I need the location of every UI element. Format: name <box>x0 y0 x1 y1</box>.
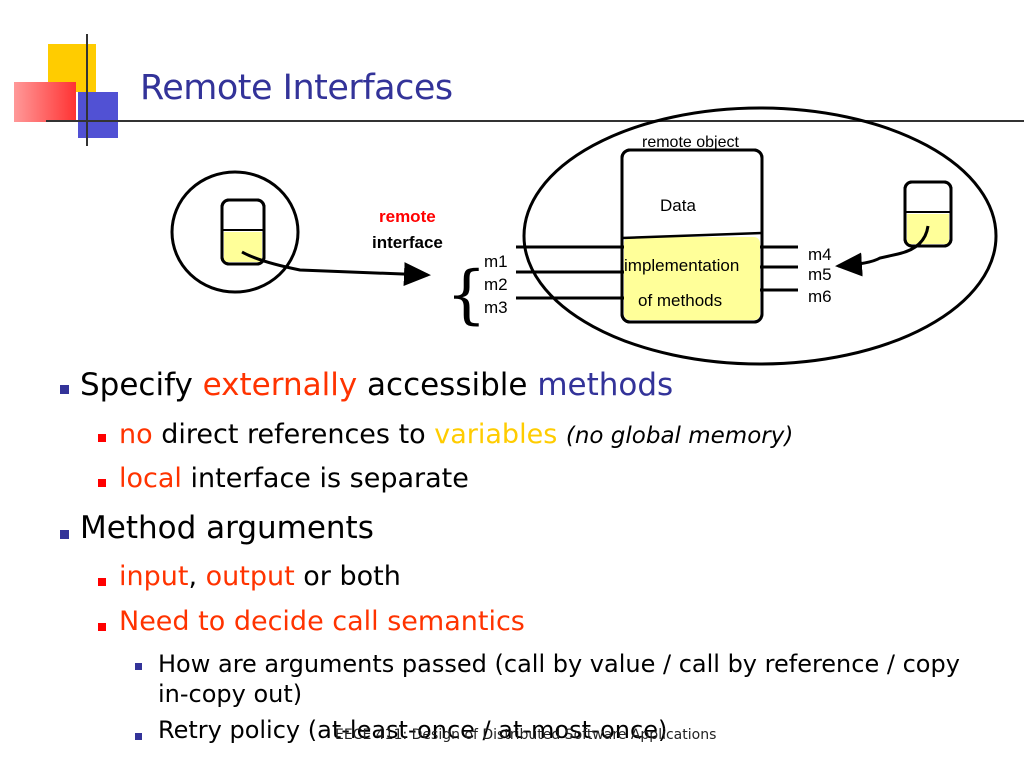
bullet-argument-passing: How are arguments passed (call by value … <box>158 649 960 709</box>
method-label-m5: m5 <box>808 265 832 284</box>
bullet-text: Method arguments <box>80 510 374 546</box>
bullet-marker <box>98 578 106 586</box>
data-label: Data <box>660 196 696 215</box>
bullet-no-direct-references: no direct references to variables (no gl… <box>119 419 793 450</box>
remote-object-label: remote object <box>642 134 739 151</box>
bullet-call-semantics: Need to decide call semantics <box>119 606 525 637</box>
bullet-text: , <box>188 561 206 592</box>
logo-vertical-line <box>86 34 88 146</box>
bullet-retry-policy: Retry policy (at-least-once / at-most-on… <box>158 716 667 744</box>
bullet-highlight: output <box>205 561 295 592</box>
bullet-text: Need to decide call semantics <box>119 606 525 637</box>
client-process-ellipse <box>170 170 300 294</box>
bullet-marker <box>98 479 106 487</box>
slide-footer: EECE 411: Design of Distributed Software… <box>335 727 717 743</box>
page-title: Remote Interfaces <box>140 68 453 108</box>
bullet-specify-methods: Specify externally accessible methods <box>80 367 673 403</box>
remote-object-divider <box>621 231 763 240</box>
bullet-text <box>557 419 566 450</box>
bullet-highlight: externally <box>202 367 358 403</box>
bullet-highlight: local <box>119 463 182 494</box>
bullet-text: How are arguments passed (call by value … <box>158 650 960 678</box>
bullet-text: Specify <box>80 367 203 403</box>
method-label-m2: m2 <box>484 275 508 294</box>
method-label-m4: m4 <box>808 245 832 264</box>
title-divider <box>46 120 1024 122</box>
bullet-text: or both <box>294 561 401 592</box>
bullet-method-arguments: Method arguments <box>80 510 374 546</box>
bullet-marker <box>135 733 142 740</box>
logo-red-square <box>14 82 76 122</box>
implementation-fill <box>624 237 760 320</box>
implementation-label: implementation <box>624 256 739 275</box>
method-label-m3: m3 <box>484 298 508 317</box>
bullet-marker <box>135 663 142 670</box>
bullet-marker <box>60 385 69 394</box>
bullet-marker <box>98 434 106 442</box>
bullet-highlight: variables <box>434 419 558 450</box>
logo-blue-square <box>78 92 118 138</box>
bullet-input-output: input, output or both <box>119 561 401 592</box>
bullet-marker <box>98 623 106 631</box>
bullet-marker <box>60 530 69 539</box>
bullet-text: interface is separate <box>181 463 469 494</box>
bullet-text: direct references to <box>152 419 435 450</box>
bullet-text: in-copy out) <box>158 680 303 708</box>
method-label-m1: m1 <box>484 252 508 271</box>
bullet-highlight: no <box>119 419 153 450</box>
bullet-note: (no global memory) <box>565 423 794 449</box>
bullet-highlight: input <box>119 561 189 592</box>
client-invocation-arrow <box>241 250 431 287</box>
method-label-m6: m6 <box>808 287 832 306</box>
remote-interface-label-top: remote <box>379 207 436 226</box>
bullet-local-interface: local interface is separate <box>119 463 469 494</box>
bullet-highlight: methods <box>537 367 674 403</box>
bullet-text: accessible <box>357 367 538 403</box>
other-invocation-arrow <box>835 225 930 277</box>
server-process-ellipse <box>522 106 998 366</box>
of-methods-label: of methods <box>638 291 722 310</box>
bullet-text: Retry policy (at-least-once / at-most-on… <box>158 716 668 744</box>
remote-interface-label-bottom: interface <box>372 233 443 252</box>
remote-object-diagram: remote object Data implementation of met… <box>170 106 998 366</box>
interface-brace: { <box>446 258 487 332</box>
